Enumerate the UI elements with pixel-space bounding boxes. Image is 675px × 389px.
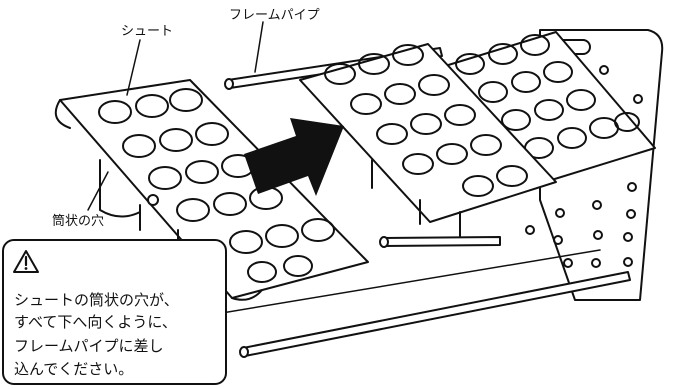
insert-direction-arrow-icon (244, 118, 344, 196)
warning-triangle-icon (13, 250, 39, 273)
warning-callout: シュートの筒状の穴が、 すべて下へ向くように、 フレームパイプに差し 込んでくだ… (2, 239, 227, 385)
label-chute: シュート (121, 24, 174, 39)
chute-middle (299, 43, 557, 237)
frame-bolt-holes (525, 65, 643, 268)
warning-line-4: 込んでください。 (14, 360, 134, 378)
chute-back (431, 31, 656, 187)
warning-line-3: フレームパイプに差し (14, 337, 164, 355)
label-frame-pipe: フレームパイプ (229, 8, 320, 23)
leader-tube-hole (87, 171, 109, 211)
warning-line-1: シュートの筒状の穴が、 (14, 291, 179, 309)
label-tube-hole: 筒状の穴 (52, 214, 105, 229)
leader-frame-pipe (254, 21, 264, 73)
warning-line-2: すべて下へ向くように、 (14, 313, 177, 331)
leader-chute (126, 39, 141, 96)
chute-bolt (147, 194, 159, 206)
